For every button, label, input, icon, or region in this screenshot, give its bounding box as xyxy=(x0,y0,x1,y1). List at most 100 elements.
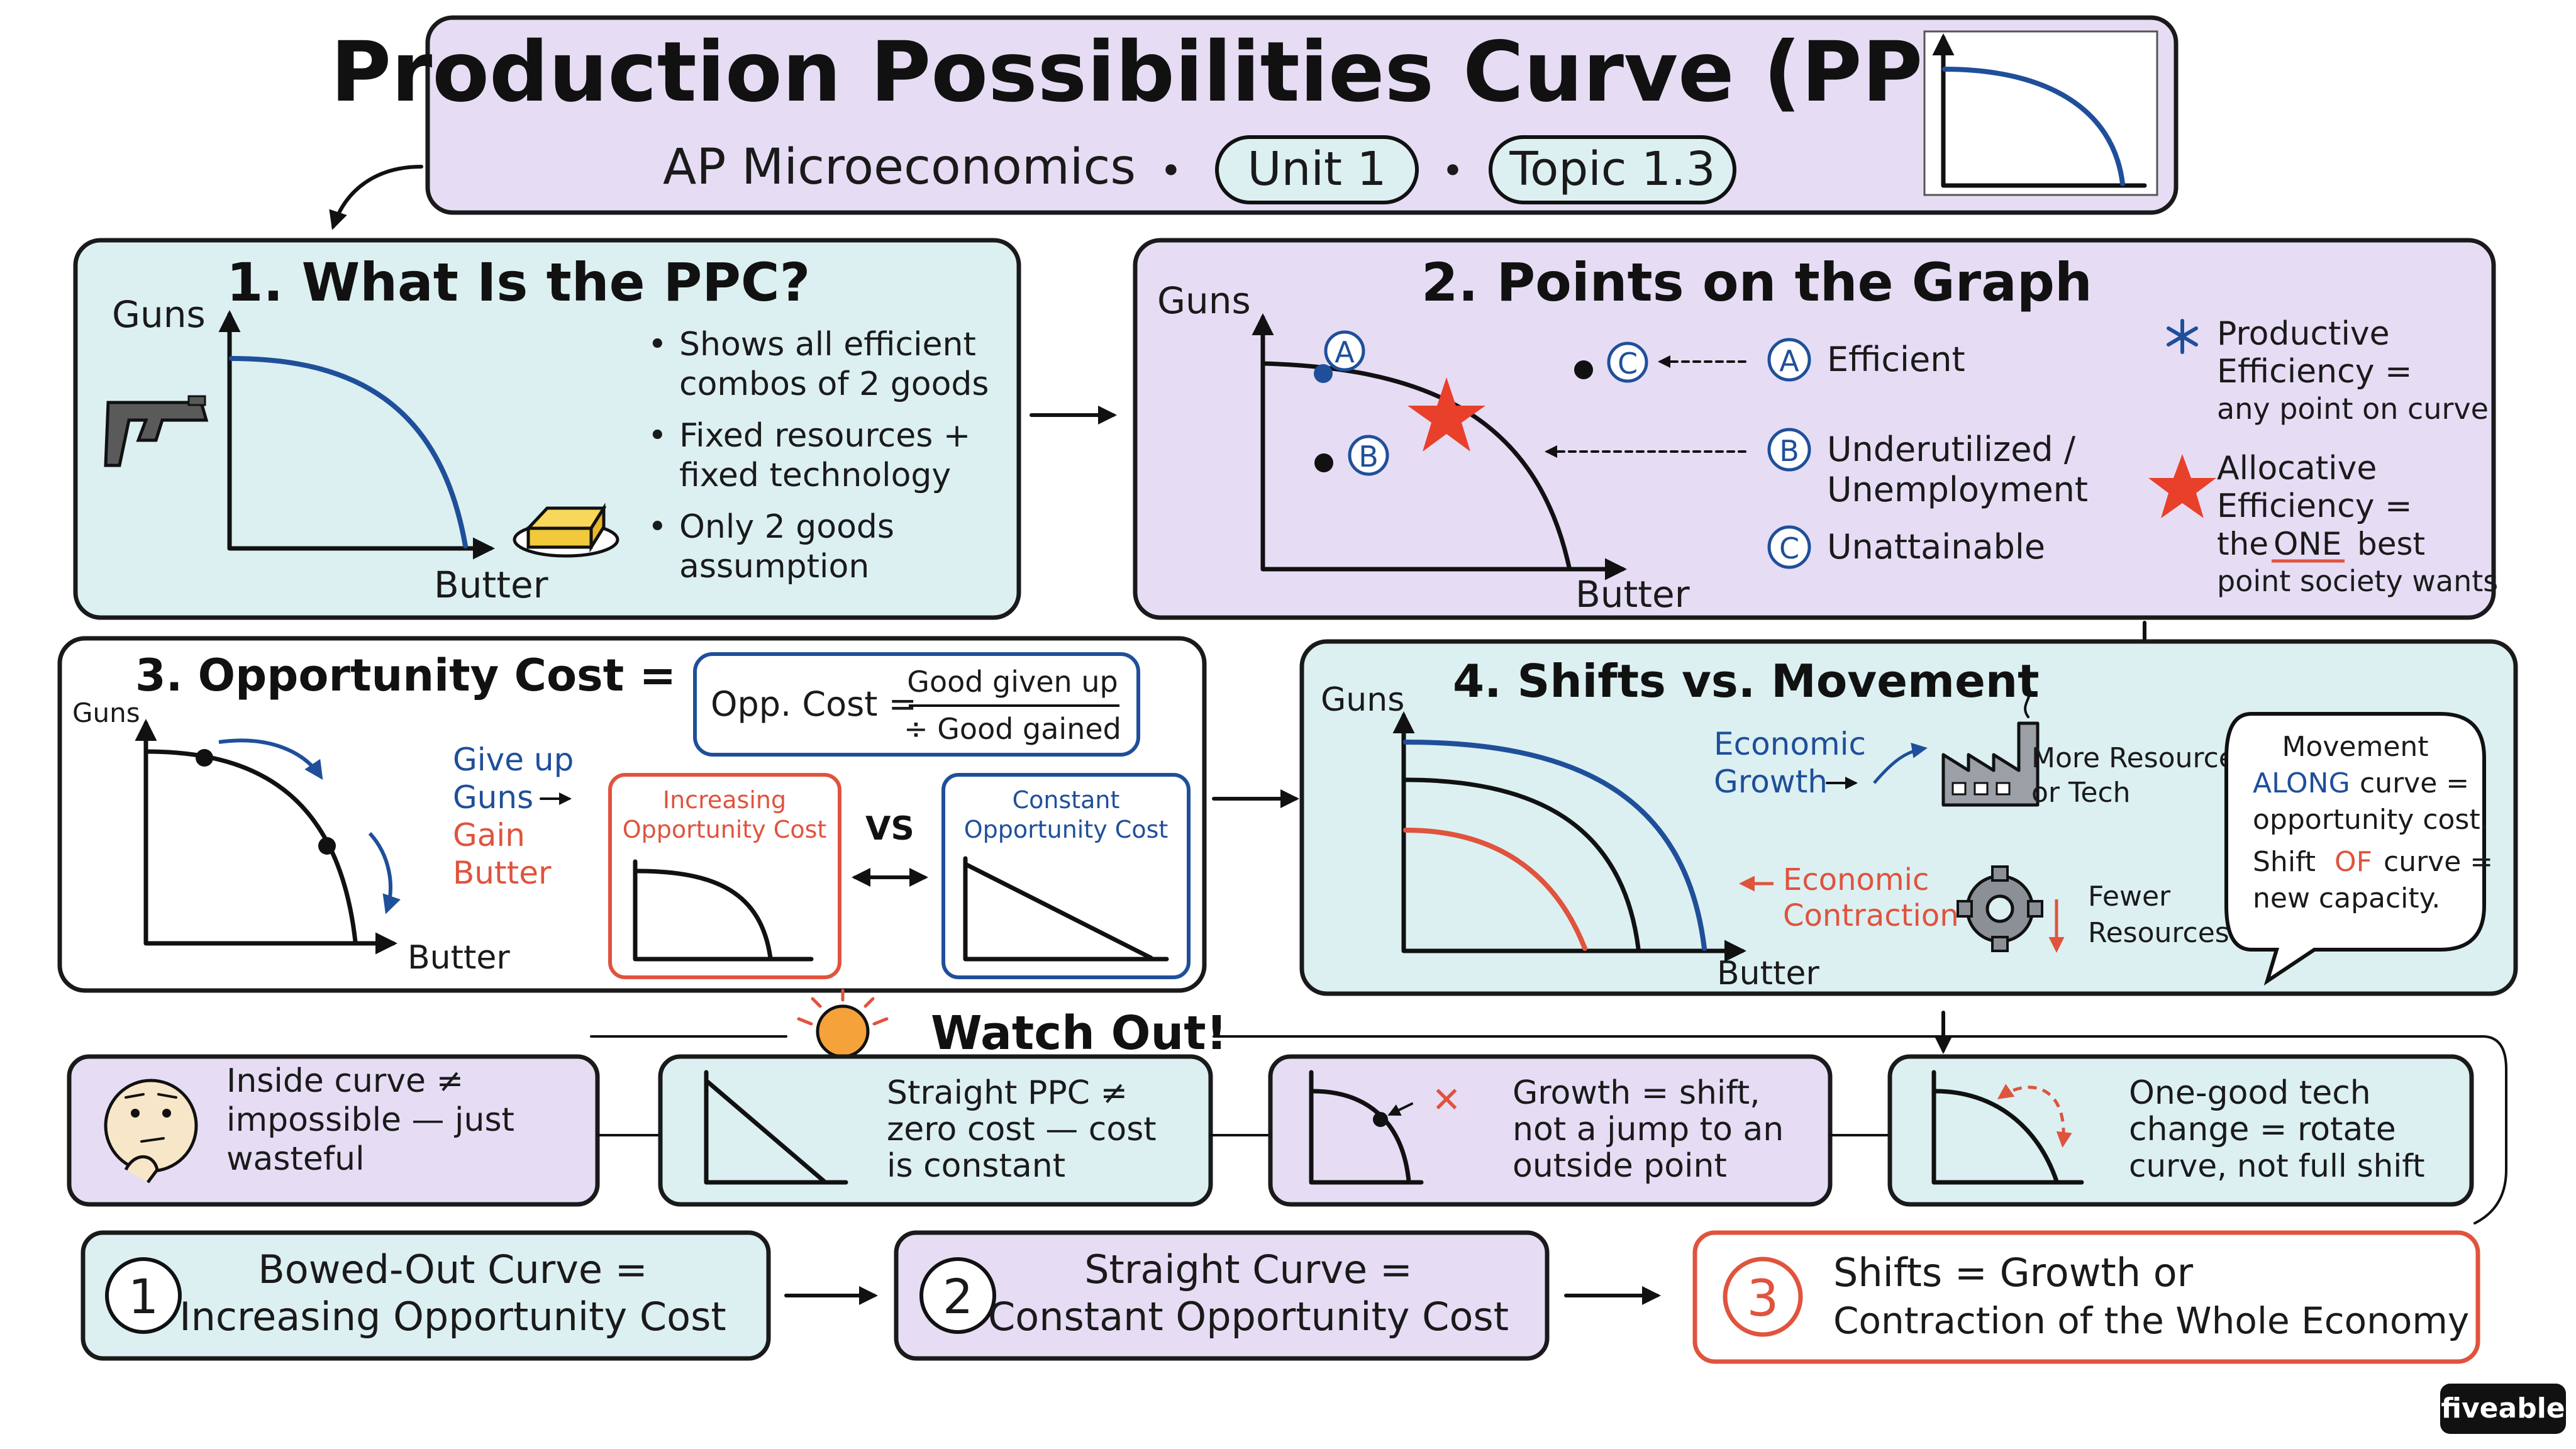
section1-axes xyxy=(218,310,495,560)
point-b-letter: B xyxy=(1358,440,1379,474)
summary-3-line-1: Shifts = Growth or xyxy=(1833,1250,2194,1296)
productive-line-2: Efficiency = xyxy=(2217,353,2412,391)
section3-arrow-1 xyxy=(218,738,323,780)
separator-dot: • xyxy=(1160,149,1182,193)
section1-title: 1. What Is the PPC? xyxy=(226,252,810,313)
legend-b-badge xyxy=(1767,428,1811,472)
legend-a-letter: A xyxy=(1779,344,1799,378)
topic-label: Topic 1.3 xyxy=(1509,142,1715,196)
section4-title: 4. Shifts vs. Movement xyxy=(1453,655,2040,708)
increasing-line-2: Opportunity Cost xyxy=(623,816,827,843)
brand-badge: fiveable xyxy=(2440,1384,2566,1434)
growth-line-1: Economic xyxy=(1714,726,1866,762)
allocative-line-3c: best xyxy=(2357,526,2425,562)
header-ppc-icon xyxy=(1923,30,2158,196)
note-3-line-3: outside point xyxy=(1513,1147,1727,1185)
summary-row: 1 Bowed-Out Curve = Increasing Opportuni… xyxy=(80,1230,2480,1364)
header-panel xyxy=(425,15,2179,215)
watch-out-rule xyxy=(590,1035,2507,1224)
section3-axes xyxy=(135,719,397,955)
section1-x-label: Butter xyxy=(434,564,548,606)
x-mark-icon: ✕ xyxy=(1432,1080,1462,1121)
legend-underutilized: Underutilized / xyxy=(1827,430,2076,469)
note-3-line-2: not a jump to an xyxy=(1513,1111,1784,1148)
gun-icon xyxy=(104,395,209,467)
summary-1-line-1: Bowed-Out Curve = xyxy=(258,1246,647,1292)
note-3-line-1: Growth = shift, xyxy=(1513,1074,1760,1112)
guns-label: Guns xyxy=(453,779,533,816)
thinking-face-icon xyxy=(104,1079,198,1184)
summary-3-number: 3 xyxy=(1747,1269,1779,1328)
section3-point-1 xyxy=(196,749,213,767)
bubble-shift: Shift xyxy=(2253,846,2316,878)
allocative-line-2: Efficiency = xyxy=(2217,487,2412,525)
summary-3-line-2: Contraction of the Whole Economy xyxy=(1833,1299,2469,1342)
allocative-star-on-curve xyxy=(1407,377,1485,452)
watch-note-2 xyxy=(658,1054,1213,1207)
productive-line-3: any point on curve xyxy=(2217,392,2489,426)
legend-unemployment: Unemployment xyxy=(1827,470,2088,509)
bullet-1-line-1: Shows all efficient xyxy=(679,326,976,364)
section2-x-label: Butter xyxy=(1575,573,1690,616)
section1-y-label: Guns xyxy=(112,293,206,336)
allocative-efficiency-note: Allocative Efficiency = the ONE best poi… xyxy=(2148,450,2498,598)
flow-arrow-header xyxy=(329,165,423,230)
separator-dot-2: • xyxy=(1441,149,1463,193)
summary-card-3 xyxy=(1692,1230,2480,1364)
contraction-line-2: Contraction xyxy=(1783,898,1959,933)
bubble-line-1: Movement xyxy=(2282,731,2428,763)
topic-pill xyxy=(1489,135,1736,204)
note-1-line-2: impossible — just xyxy=(226,1101,514,1139)
summary-1-line-2: Increasing Opportunity Cost xyxy=(179,1294,726,1340)
bubble-line-4: curve = xyxy=(2384,846,2493,878)
note-2-line-2: zero cost — cost xyxy=(887,1111,1157,1148)
section4-contraction-curve xyxy=(1403,828,1587,951)
gear-icon xyxy=(1957,865,2043,952)
fewer-resources-line-2: Resources xyxy=(2088,917,2229,949)
summary-2-line-1: Straight Curve = xyxy=(1084,1246,1413,1292)
bullet-1-line-2: combos of 2 goods xyxy=(679,365,989,403)
point-c-letter: C xyxy=(1618,347,1638,380)
section2-title: 2. Points on the Graph xyxy=(1421,252,2092,313)
note-4-line-3: curve, not full shift xyxy=(2129,1148,2425,1184)
growth-line-2: Growth xyxy=(1714,763,1828,800)
section-opportunity-cost: 3. Opportunity Cost = Slope Guns Butter … xyxy=(57,636,1207,993)
note-2-line-1: Straight PPC ≠ xyxy=(887,1074,1128,1112)
section1-ppc-curve xyxy=(229,356,468,548)
productive-line-1: Productive xyxy=(2217,315,2390,353)
note-4-line-1: One-good tech xyxy=(2129,1074,2371,1112)
bullet-mark: • xyxy=(648,326,667,364)
bullet-mark: • xyxy=(648,508,667,546)
point-a-letter: A xyxy=(1335,335,1355,369)
section4-original-curve xyxy=(1403,777,1641,951)
bubble-along: ALONG xyxy=(2253,767,2350,799)
section4-axes xyxy=(1392,711,1746,962)
give-up-label: Give up xyxy=(453,741,574,778)
point-b-badge xyxy=(1348,435,1389,476)
section2-axes xyxy=(1252,313,1627,580)
opportunity-cost-formula: Opp. Cost = Good given up ÷ Good gained xyxy=(693,652,1140,757)
bullet-2-line-2: fixed technology xyxy=(679,457,951,494)
formula-label: Opp. Cost = xyxy=(711,684,917,724)
point-c-marker xyxy=(1574,360,1593,379)
section3-y-label: Guns xyxy=(72,697,140,728)
butter-label: Butter xyxy=(453,855,552,891)
bullet-3-line-2: assumption xyxy=(679,548,869,586)
allocative-line-3a: the xyxy=(2217,526,2268,562)
constant-line-1: Constant xyxy=(1013,786,1120,814)
butter-icon xyxy=(513,502,619,558)
note-1-line-1: Inside curve ≠ xyxy=(226,1062,464,1100)
allocative-line-4: point society wants xyxy=(2217,564,2498,598)
star-icon xyxy=(2148,454,2216,518)
bullet-mark: • xyxy=(648,417,667,455)
formula-numerator: Good given up xyxy=(907,665,1118,699)
section-points-on-graph: 2. Points on the Graph Guns Butter A B C… xyxy=(1133,238,2498,620)
point-c-badge xyxy=(1607,341,1648,383)
section2-y-label: Guns xyxy=(1157,279,1251,322)
note-1-line-3: wasteful xyxy=(226,1140,365,1178)
constant-line-2: Opportunity Cost xyxy=(964,816,1169,843)
section-shifts-vs-movement: 4. Shifts vs. Movement Guns Butter Econo… xyxy=(1299,639,2518,996)
section4-x-label: Butter xyxy=(1717,955,1819,992)
movement-speech-bubble: Movement ALONG curve = opportunity cost.… xyxy=(2224,712,2493,986)
